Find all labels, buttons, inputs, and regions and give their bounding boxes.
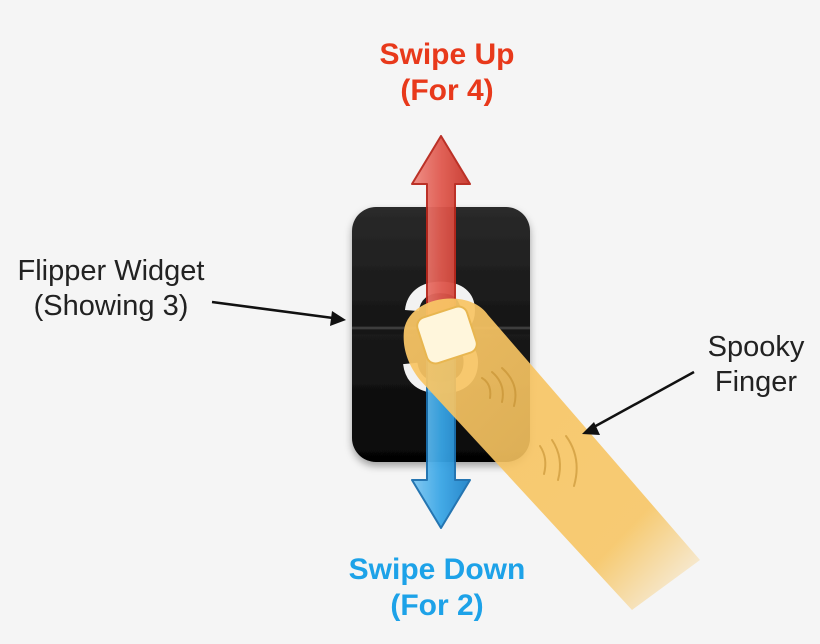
swipe-up-title: Swipe Up [379,38,515,71]
finger-icon [403,298,700,610]
spooky-finger-line2: Finger [714,365,798,398]
swipe-down-label: Swipe Down (For 2) [310,552,564,624]
spooky-finger-line1: Spooky [707,331,805,363]
swipe-up-subtitle: (For 4) [400,74,494,107]
swipe-down-title: Swipe Down [348,553,526,586]
pointer-arrow-icon [211,300,346,326]
swipe-up-label: Swipe Up (For 4) [335,37,559,109]
flipper-widget-title: Flipper Widget [17,255,205,287]
spooky-finger-label: Spooky Finger [686,330,820,400]
pointer-arrow-icon [582,370,695,435]
flipper-widget-label: Flipper Widget (Showing 3) [4,254,218,324]
swipe-down-subtitle: (For 2) [390,589,484,622]
flipper-widget-subtitle: (Showing 3) [33,289,189,322]
